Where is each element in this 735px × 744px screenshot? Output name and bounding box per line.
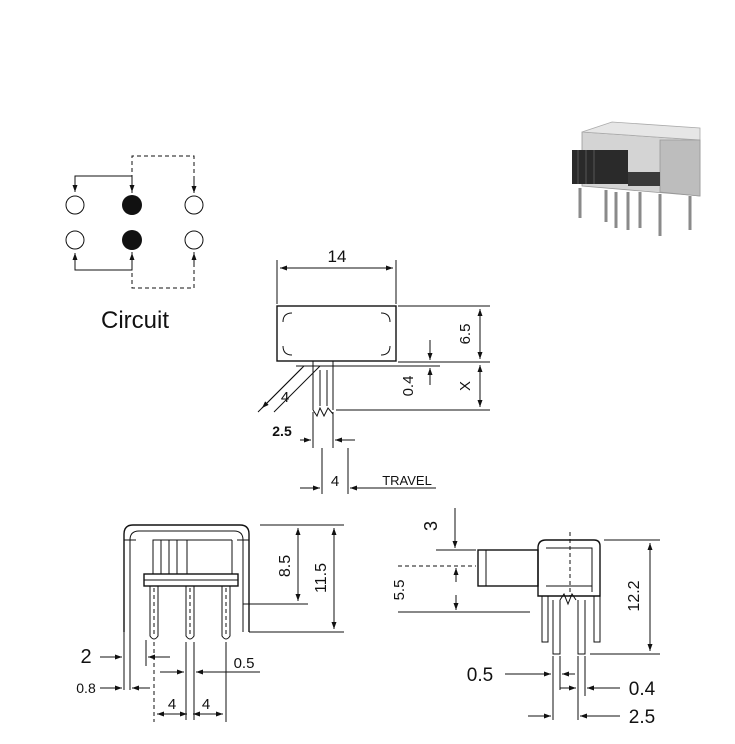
dim-x-label: X bbox=[457, 381, 474, 391]
circuit-label: Circuit bbox=[101, 307, 169, 334]
switch-body-outline bbox=[276, 305, 397, 362]
dim-side-pin-b-label: 0.4 bbox=[629, 679, 656, 700]
dim-pin-thickness-label: 0.8 bbox=[76, 680, 96, 696]
product-photo bbox=[572, 121, 701, 236]
dim-actuator-offset-label: 5.5 bbox=[391, 580, 408, 601]
circuit-dashed-link bbox=[131, 155, 195, 193]
dim-travel-label: TRAVEL bbox=[382, 473, 432, 488]
circuit-pin-open bbox=[184, 230, 204, 250]
circuit-pin-open bbox=[65, 195, 85, 215]
dim-pitch-right-label: 4 bbox=[202, 696, 210, 713]
side-view: 3 5.5 12.2 0.5 0.4 2.5 bbox=[391, 508, 660, 728]
dim-height-b-label: 11.5 bbox=[313, 563, 330, 593]
side-body-outline bbox=[537, 539, 601, 597]
dim-gap-label: 0.4 bbox=[400, 376, 417, 397]
top-view: 14 6.5 X 0.4 4 2.5 4 TRAVEL bbox=[257, 247, 490, 494]
dim-pin-offset-label: 0.5 bbox=[234, 655, 255, 672]
front-view: 8.5 11.5 2 0.8 0.5 4 4 bbox=[76, 524, 344, 722]
dim-width-label: 14 bbox=[328, 247, 347, 266]
dim-pitch-label: 2.5 bbox=[272, 423, 292, 439]
circuit-pin-common bbox=[122, 195, 142, 215]
circuit-pin-open bbox=[184, 195, 204, 215]
dim-angle-label: 4 bbox=[281, 389, 289, 406]
photo-actuator bbox=[572, 150, 628, 184]
circuit-pin-common bbox=[122, 230, 142, 250]
front-shell-outline bbox=[123, 524, 250, 632]
dim-side-pin-a-label: 0.5 bbox=[467, 665, 493, 686]
circuit-dashed-link bbox=[131, 252, 195, 289]
dim-height-a-label: 8.5 bbox=[277, 555, 294, 577]
circuit-pin-open bbox=[65, 230, 85, 250]
dim-pitch-left-label: 4 bbox=[168, 696, 176, 713]
dim-side-pitch-label: 2.5 bbox=[629, 707, 655, 728]
dim-travel-value: 4 bbox=[331, 473, 339, 490]
dim-actuator-height-label: 3 bbox=[421, 521, 441, 531]
circuit-diagram: Circuit bbox=[65, 155, 204, 334]
dim-height-label: 6.5 bbox=[457, 324, 474, 345]
circuit-solid-link bbox=[74, 175, 133, 192]
dim-total-height-label: 12.2 bbox=[626, 580, 643, 611]
circuit-solid-link bbox=[74, 253, 133, 271]
dim-pin-width-label: 2 bbox=[80, 646, 91, 668]
